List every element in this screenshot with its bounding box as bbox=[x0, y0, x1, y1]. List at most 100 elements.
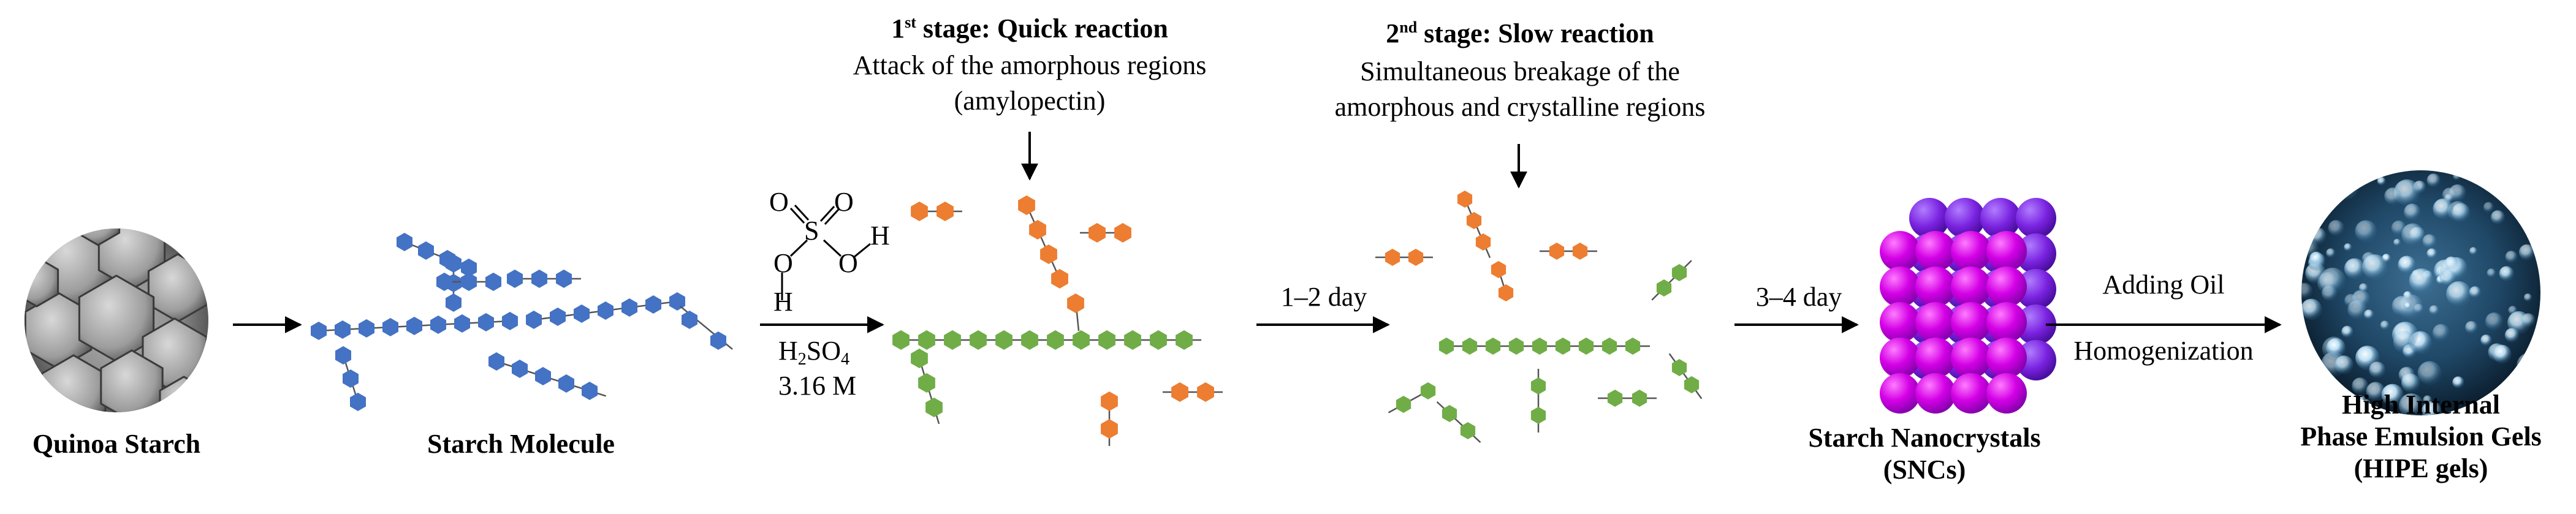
glucose-unit bbox=[1549, 243, 1565, 260]
glucose-unit bbox=[478, 313, 494, 331]
glucose-unit bbox=[598, 301, 614, 320]
emulsion-droplet bbox=[2433, 198, 2454, 219]
step2-time-label: 3–4 day bbox=[1755, 282, 1842, 312]
glucose-unit bbox=[1101, 419, 1118, 439]
emulsion-droplet bbox=[2505, 251, 2518, 263]
stage1-description-line2: (amylopectin) bbox=[954, 86, 1106, 116]
emulsion-droplet bbox=[2509, 369, 2532, 391]
emulsion-droplet bbox=[2469, 286, 2481, 298]
nanocrystal-particle bbox=[1945, 198, 1985, 238]
emulsion-droplet bbox=[2519, 244, 2535, 260]
glucose-unit bbox=[485, 273, 501, 291]
emulsion-droplet bbox=[2426, 173, 2441, 187]
emulsion-droplet bbox=[2366, 382, 2385, 401]
emulsion-droplet bbox=[2422, 234, 2437, 249]
glucose-unit bbox=[669, 292, 685, 311]
emulsion-droplet bbox=[2301, 200, 2321, 222]
emulsion-droplet bbox=[2483, 202, 2494, 213]
emulsion-droplet bbox=[2453, 172, 2461, 181]
emulsion-droplet bbox=[2341, 325, 2354, 338]
emulsion-droplet bbox=[2423, 395, 2433, 405]
step3-label-bottom: Homogenization bbox=[2073, 336, 2254, 366]
glycosidic-bond bbox=[1668, 353, 1703, 399]
glucose-unit bbox=[582, 382, 598, 400]
emulsion-droplet bbox=[2301, 282, 2313, 300]
glucose-unit bbox=[925, 398, 943, 417]
emulsion-droplet bbox=[2469, 247, 2477, 255]
glucose-unit bbox=[446, 254, 462, 273]
atom-h-bottom: H bbox=[773, 287, 793, 317]
label-snc-line1: Starch Nanocrystals bbox=[1808, 423, 2041, 453]
label-hipe-line2: Phase Emulsion Gels bbox=[2300, 421, 2542, 452]
glucose-unit bbox=[1671, 264, 1687, 281]
glucose-unit bbox=[418, 241, 434, 260]
glucose-unit bbox=[436, 273, 452, 291]
glucose-unit bbox=[1457, 191, 1473, 208]
emulsion-droplet bbox=[2347, 300, 2367, 320]
emulsion-droplet bbox=[2393, 331, 2416, 353]
label-quinoa-starch: Quinoa Starch bbox=[32, 429, 201, 459]
emulsion-droplet bbox=[2432, 323, 2450, 341]
sulfuric-acid-structure bbox=[781, 204, 871, 300]
step1-time-label: 1–2 day bbox=[1280, 282, 1367, 312]
emulsion-droplet bbox=[2401, 223, 2425, 246]
atom-o-top-right: O bbox=[834, 187, 854, 217]
emulsion-droplet bbox=[2426, 248, 2437, 259]
glucose-unit bbox=[1601, 338, 1617, 355]
emulsion-droplet bbox=[2446, 281, 2472, 306]
emulsion-droplet bbox=[2404, 203, 2421, 221]
stage2-hydrolysis-fragments bbox=[1375, 191, 1703, 444]
glucose-unit bbox=[311, 322, 327, 340]
emulsion-droplet bbox=[2440, 257, 2464, 282]
acid-concentration: 3.16 M bbox=[778, 371, 857, 401]
glucose-unit bbox=[1462, 338, 1478, 355]
glucose-unit bbox=[1625, 338, 1641, 355]
glucose-unit bbox=[512, 360, 528, 378]
nanocrystal-particle bbox=[2016, 233, 2056, 274]
emulsion-droplet bbox=[2344, 243, 2352, 252]
glucose-unit bbox=[1508, 338, 1524, 355]
glucose-unit bbox=[944, 330, 961, 350]
nanocrystal-particle bbox=[1880, 373, 1920, 414]
glycosidic-bond bbox=[1436, 401, 1481, 444]
emulsion-droplet bbox=[2303, 228, 2313, 238]
glucose-unit bbox=[645, 295, 661, 314]
glucose-unit bbox=[970, 330, 987, 350]
glucose-unit bbox=[1572, 243, 1588, 260]
emulsion-droplet bbox=[2409, 268, 2434, 293]
emulsion-droplet bbox=[2377, 176, 2386, 186]
emulsion-droplet bbox=[2352, 377, 2369, 395]
emulsion-droplet bbox=[2487, 268, 2496, 278]
glucose-unit bbox=[526, 311, 542, 329]
nanocrystal-particle bbox=[2016, 269, 2056, 309]
emulsion-droplet bbox=[2362, 254, 2388, 280]
label-starch-molecule: Starch Molecule bbox=[427, 429, 615, 459]
emulsion-droplet bbox=[2452, 376, 2464, 388]
glucose-unit bbox=[335, 320, 351, 339]
glucose-unit bbox=[1466, 212, 1482, 229]
label-snc-line2: (SNCs) bbox=[1883, 455, 1966, 485]
glucose-unit bbox=[1632, 390, 1647, 407]
glucose-unit bbox=[621, 298, 637, 317]
emulsion-droplet bbox=[2339, 179, 2349, 188]
glucose-unit bbox=[1098, 330, 1115, 350]
starch-nanocrystals-cube bbox=[1880, 198, 2056, 414]
emulsion-droplet bbox=[2384, 187, 2402, 205]
glucose-unit bbox=[461, 259, 477, 277]
glucose-unit bbox=[918, 330, 935, 350]
quinoa-starch-sem-image bbox=[25, 229, 208, 412]
glucose-unit bbox=[1101, 391, 1118, 411]
atom-s: S bbox=[804, 216, 819, 246]
nanocrystal-particle bbox=[1951, 338, 1991, 378]
stage1-hydrolysis-molecule bbox=[892, 195, 1223, 446]
glycosidic-bond bbox=[1025, 205, 1061, 279]
stage2-description-line1: Simultaneous breakage of the bbox=[1360, 56, 1680, 86]
glucose-unit bbox=[892, 330, 910, 350]
emulsion-droplet bbox=[2328, 220, 2344, 236]
glucose-unit bbox=[1067, 293, 1084, 313]
starch-molecule-diagram bbox=[311, 233, 733, 411]
emulsion-droplet bbox=[2317, 271, 2340, 294]
glucose-unit bbox=[1532, 338, 1548, 355]
nanocrystal-particle bbox=[1986, 266, 2027, 307]
nanocrystal-particle bbox=[2016, 198, 2056, 238]
